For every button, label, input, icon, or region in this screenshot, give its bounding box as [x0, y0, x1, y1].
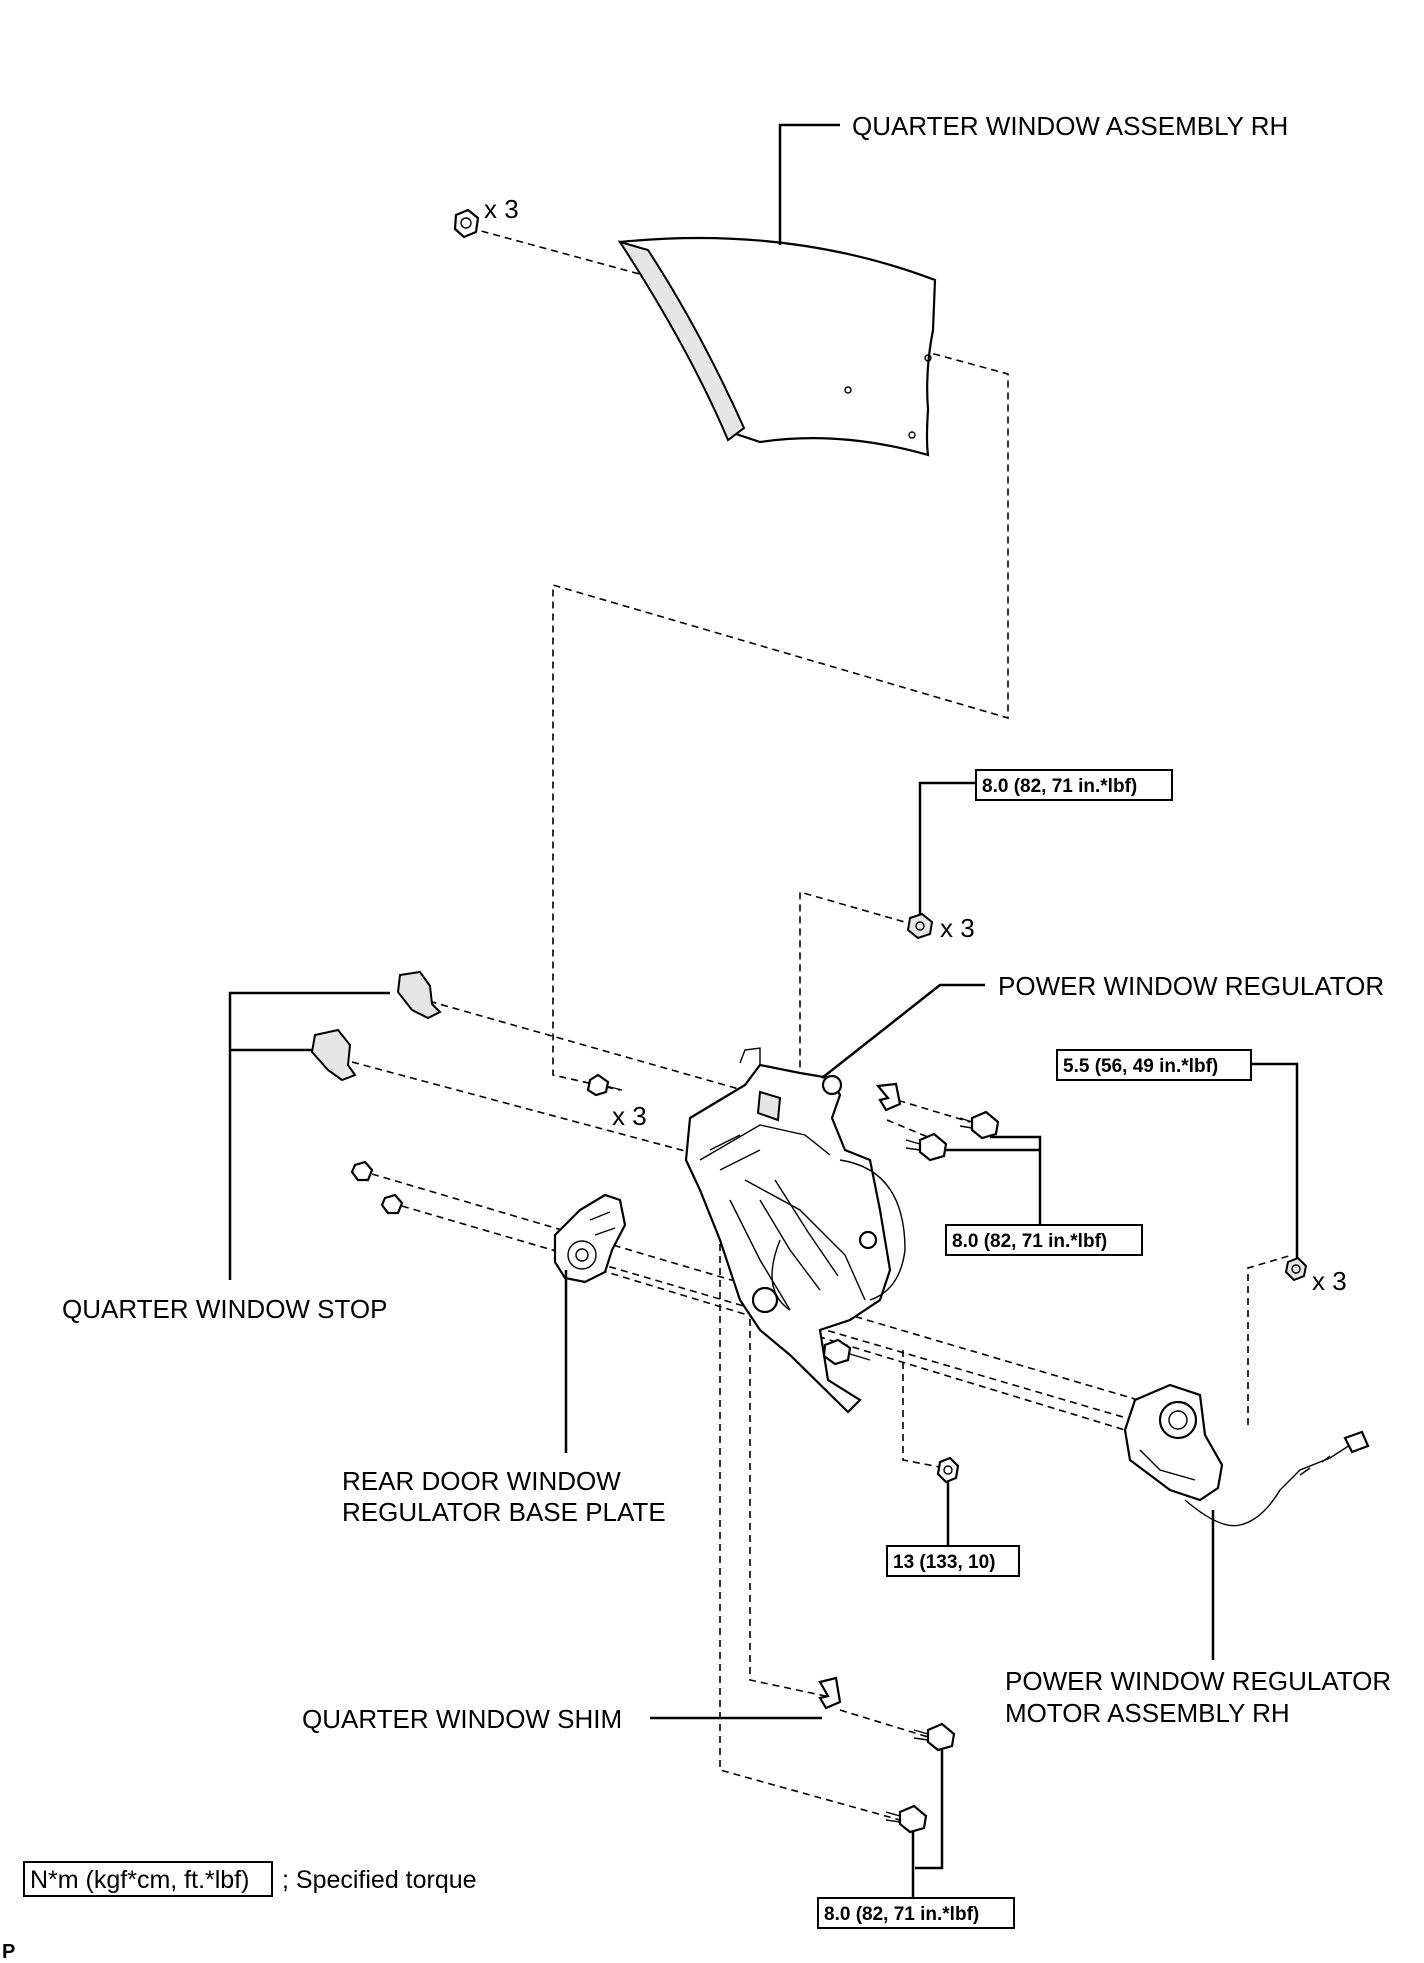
- power-window-regulator-label: POWER WINDOW REGULATOR: [998, 971, 1384, 1001]
- torque-box-lower-nut: [886, 1545, 1020, 1577]
- screw-lower: [380, 1193, 404, 1215]
- quarter-window-assembly-label: QUARTER WINDOW ASSEMBLY RH: [852, 111, 1288, 141]
- regulator-side-bolt-lower: [905, 1132, 948, 1162]
- glass-nut-quantity: x 3: [484, 194, 519, 224]
- torque-box-regulator-top: [975, 769, 1173, 801]
- leader-lines: [228, 123, 1299, 1898]
- torque-bottom-bolts: 8.0 (82, 71 in.*lbf): [824, 1904, 979, 1925]
- power-window-regulator: [684, 1047, 906, 1414]
- base-plate-label-line2: REGULATOR BASE PLATE: [342, 1497, 666, 1527]
- glass-alignment-line: [469, 227, 1009, 1091]
- quarter-window-glass: [617, 236, 937, 457]
- quarter-window-shim: [818, 1676, 842, 1710]
- bottom-bolt-alignment-line: [719, 1160, 901, 1821]
- motor-nut-alignment-line: [1247, 1254, 1293, 1425]
- regulator-bolt-quantity: x 3: [612, 1101, 647, 1131]
- motor-assembly-label-line2: MOTOR ASSEMBLY RH: [1005, 1698, 1290, 1728]
- regulator-clip-alignment-line: [886, 1096, 971, 1123]
- screw-upper: [350, 1160, 374, 1182]
- regulator-nut-alignment-line: [799, 890, 916, 1085]
- regulator-mounting-bolt: [586, 1073, 623, 1097]
- lower-stop-alignment-line: [351, 1061, 701, 1156]
- quarter-window-shim-label: QUARTER WINDOW SHIM: [302, 1704, 622, 1734]
- motor-nut-quantity: x 3: [1312, 1266, 1347, 1296]
- regulator-nut-quantity: x 3: [940, 913, 975, 943]
- alignment-lines: [351, 227, 1293, 1821]
- torque-regulator-top: 8.0 (82, 71 in.*lbf): [982, 776, 1137, 797]
- quarter-window-stop-label: QUARTER WINDOW STOP: [62, 1294, 388, 1324]
- shim-alignment-line: [749, 1175, 831, 1698]
- quarter-window-stop-lower: [310, 1028, 357, 1082]
- torque-motor-nuts: 5.5 (56, 49 in.*lbf): [1063, 1056, 1218, 1077]
- rear-door-window-regulator-base-plate: [553, 1193, 627, 1284]
- regulator-side-bolt-upper: [959, 1110, 1000, 1140]
- torque-box-bottom-bolts: [817, 1897, 1015, 1929]
- torque-regulator-side: 8.0 (82, 71 in.*lbf): [952, 1231, 1107, 1252]
- legend-description: ; Specified torque: [282, 1866, 477, 1894]
- torque-box-motor-nuts: [1056, 1049, 1252, 1081]
- legend-box: [23, 1861, 273, 1897]
- lower-bracket-bolt: [822, 1338, 871, 1366]
- power-window-regulator-motor: [1123, 1383, 1370, 1527]
- quarter-window-stop-upper: [396, 970, 442, 1020]
- bottom-bolt-lower: [885, 1804, 928, 1834]
- shim-bolt-alignment-line: [839, 1709, 929, 1738]
- torque-lower-nut: 13 (133, 10): [893, 1552, 995, 1573]
- torque-box-regulator-side: [945, 1224, 1143, 1256]
- regulator-nut: [906, 912, 934, 940]
- base-plate-alignment-line: [599, 1269, 1126, 1431]
- regulator-clip: [875, 1082, 902, 1112]
- regulator-bolt-alignment-line: [886, 1119, 936, 1141]
- bottom-bolt-upper: [913, 1722, 956, 1752]
- glass-nut: [453, 208, 480, 239]
- motor-assembly-label-line1: POWER WINDOW REGULATOR: [1005, 1666, 1391, 1696]
- page-letter: P: [2, 1941, 15, 1963]
- lower-nut-alignment-line: [902, 1350, 946, 1469]
- lower-nut: [936, 1456, 960, 1484]
- legend-unit: N*m (kgf*cm, ft.*lbf): [30, 1866, 249, 1894]
- motor-nut: [1284, 1256, 1308, 1282]
- base-plate-label-line1: REAR DOOR WINDOW: [342, 1466, 621, 1496]
